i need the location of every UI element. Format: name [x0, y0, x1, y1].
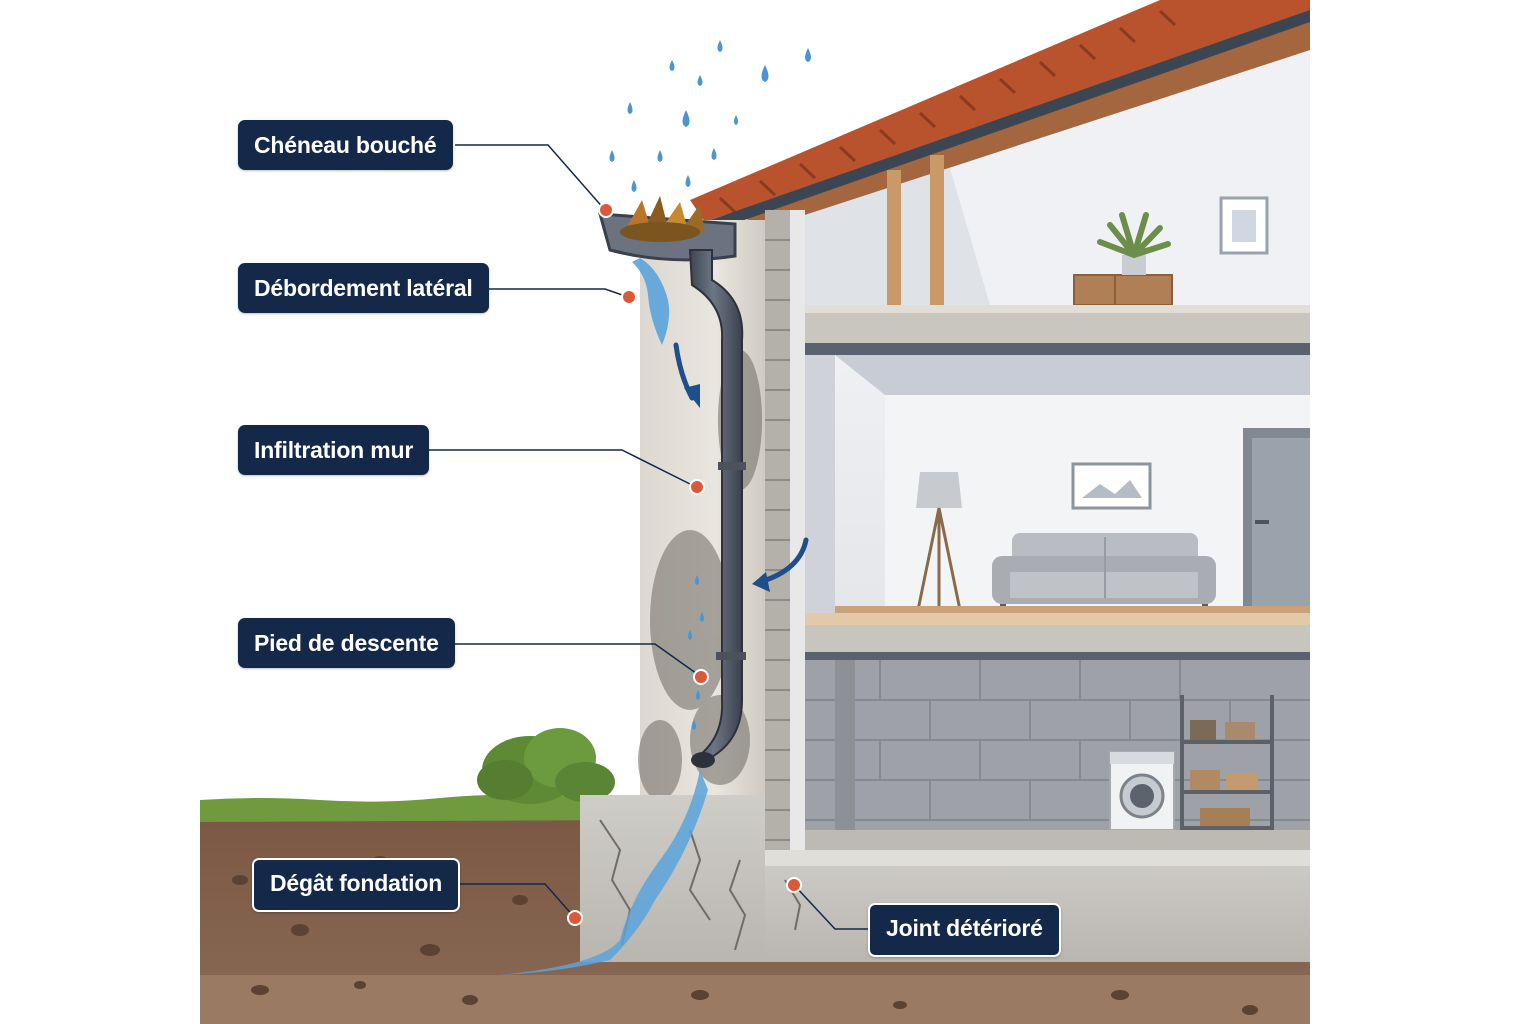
gutter — [597, 196, 737, 262]
label-degat-fondation: Dégât fondation — [252, 858, 461, 912]
leaves-icon — [620, 196, 705, 242]
shelf-unit — [1180, 695, 1274, 830]
soil-pebbles — [232, 856, 1258, 1015]
marker-fondation — [567, 910, 583, 926]
attic-post — [887, 170, 901, 305]
marker-dots — [567, 202, 802, 926]
block-column — [765, 210, 805, 860]
attic-room — [805, 50, 1310, 306]
living-room — [805, 355, 1310, 613]
soil-bottom — [200, 975, 1310, 1024]
water-stream — [500, 770, 708, 975]
marker-cheneau — [598, 202, 614, 218]
marker-debordement — [621, 289, 637, 305]
lamp-icon — [916, 472, 962, 611]
bush — [477, 728, 615, 804]
rain-drop-icon — [609, 40, 811, 730]
sofa-icon — [992, 533, 1216, 612]
washing-machine-icon — [1109, 751, 1175, 831]
label-cheneau-bouche: Chéneau bouché — [238, 120, 453, 170]
wall-picture — [1071, 462, 1152, 510]
leader-lines — [428, 144, 870, 930]
marker-joint — [786, 877, 802, 893]
label-infiltration-mur: Infiltration mur — [238, 425, 430, 475]
roof-tiles — [690, 0, 1310, 222]
cabinet — [1073, 274, 1173, 306]
plant-icon — [1097, 212, 1171, 275]
foundation-footing — [580, 795, 765, 962]
label-pied-de-descente: Pied de descente — [238, 618, 455, 668]
marker-pied — [693, 669, 709, 685]
door-icon — [1243, 428, 1310, 613]
label-joint-deteriore: Joint détérioré — [868, 903, 1061, 957]
label-debordement-lateral: Débordement latéral — [238, 263, 489, 313]
marker-infiltration — [689, 479, 705, 495]
basement — [805, 660, 1310, 850]
downpipe — [688, 249, 746, 768]
overflow-water — [632, 258, 670, 345]
picture-frame-icon — [1219, 196, 1269, 255]
